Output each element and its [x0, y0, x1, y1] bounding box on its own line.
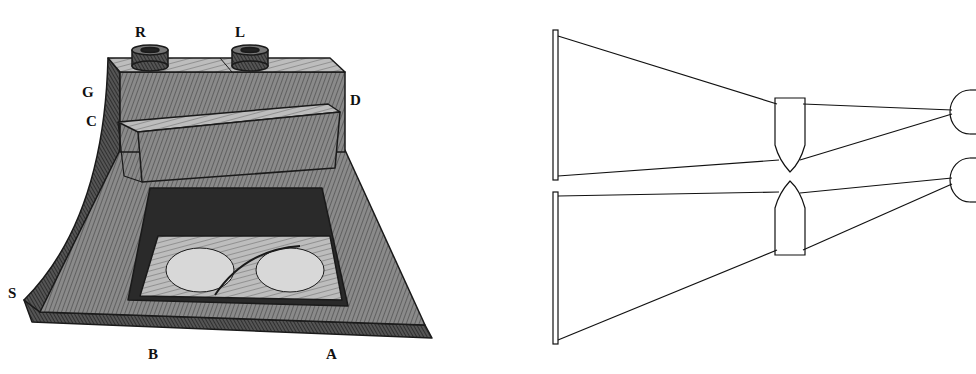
part-letter: A [324, 346, 339, 363]
stereoscope [24, 45, 432, 338]
part-letter: C [84, 113, 99, 130]
half-lens [775, 98, 805, 172]
picture-plate [553, 192, 558, 344]
eye [950, 158, 970, 202]
part-letter: D [348, 92, 363, 109]
half-lens [775, 181, 805, 255]
part-letter: L [233, 24, 247, 41]
optics-diagram [553, 30, 976, 344]
part-letter: B [146, 346, 160, 363]
eye [950, 90, 970, 134]
part-letter: S [6, 285, 18, 302]
part-letter: G [80, 84, 96, 101]
picture-plate [553, 30, 558, 180]
part-letter: R [133, 24, 148, 41]
